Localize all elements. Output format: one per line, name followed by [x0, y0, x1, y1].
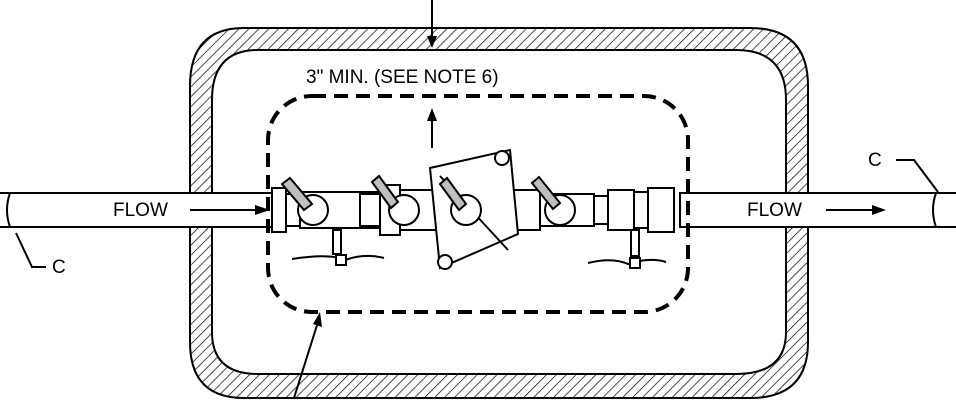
flow-label-left: FLOW [113, 200, 168, 221]
pipe-right [679, 192, 956, 228]
clearance-boundary [266, 94, 690, 314]
c-label-left: C [52, 257, 66, 278]
flow-label-right: FLOW [747, 200, 802, 221]
c-label-right: C [868, 150, 882, 171]
clearance-label: 3" MIN. (SEE NOTE 6) [306, 67, 499, 88]
leaders [15, 0, 939, 399]
backflow-assembly [271, 148, 675, 270]
enclosure-wall [189, 27, 809, 399]
